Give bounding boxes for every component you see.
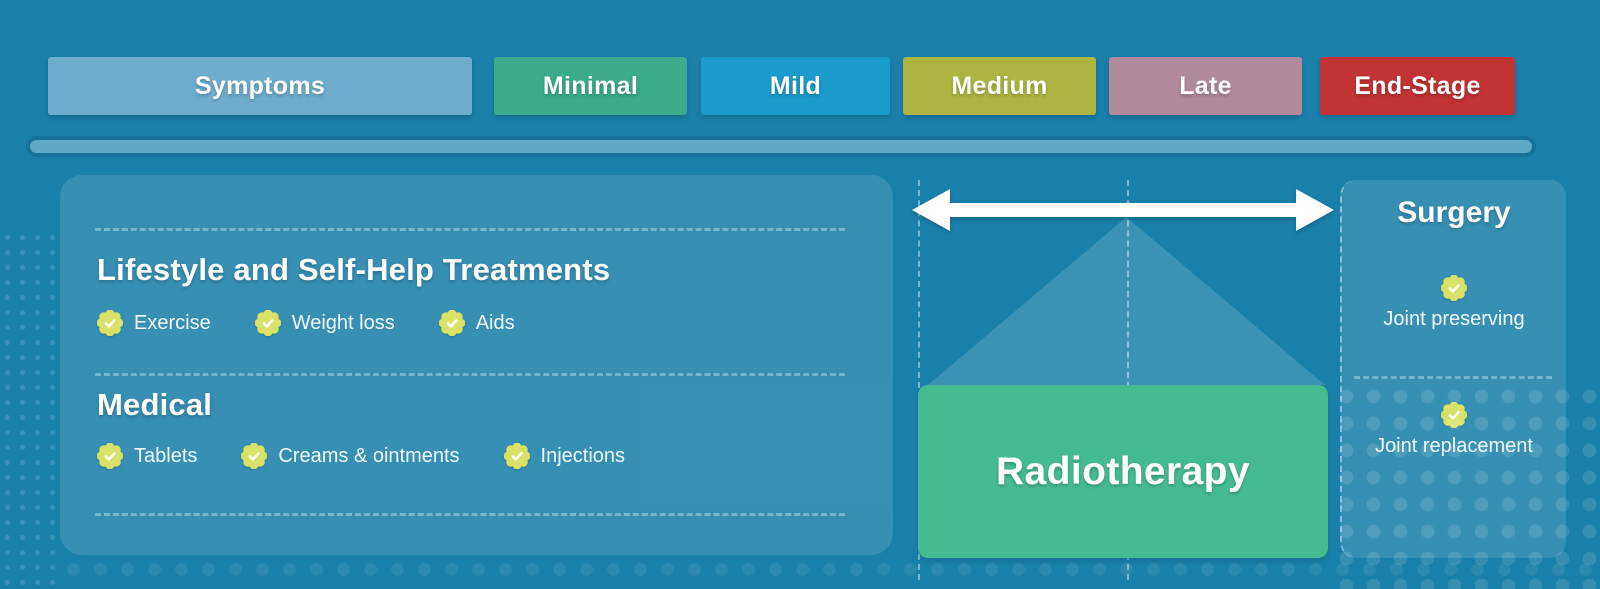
check-badge-icon bbox=[97, 443, 123, 469]
timeline-bar bbox=[30, 140, 1532, 153]
bullet-label: Weight loss bbox=[291, 311, 395, 334]
list-item: Creams & ointments bbox=[241, 443, 460, 469]
radiotherapy-box: Radiotherapy bbox=[918, 385, 1328, 558]
stage-end-stage: End-Stage bbox=[1320, 57, 1515, 115]
lifestyle-items: Exercise Weight loss Aids bbox=[97, 310, 515, 336]
stage-medium: Medium bbox=[903, 57, 1096, 115]
stage-mild: Mild bbox=[701, 57, 890, 115]
stage-symptoms: Symptoms bbox=[48, 57, 472, 115]
dashed-separator bbox=[95, 373, 845, 376]
section-heading-lifestyle: Lifestyle and Self-Help Treatments bbox=[97, 252, 611, 287]
dashed-guide-line bbox=[918, 180, 920, 580]
check-badge-icon bbox=[1441, 275, 1467, 301]
section-heading-medical: Medical bbox=[97, 387, 213, 422]
list-item: Exercise bbox=[97, 310, 211, 336]
check-badge-icon bbox=[241, 443, 268, 469]
dashed-separator bbox=[1354, 376, 1552, 379]
double-arrow-icon bbox=[912, 189, 1334, 231]
check-badge-icon bbox=[97, 310, 123, 336]
stage-late: Late bbox=[1109, 57, 1302, 115]
dot-pattern-left bbox=[0, 230, 58, 589]
check-badge-icon bbox=[254, 310, 281, 336]
surgery-item-label: Joint preserving bbox=[1383, 308, 1525, 330]
list-item: Tablets bbox=[97, 443, 197, 469]
list-item: Weight loss bbox=[254, 310, 395, 336]
medical-items: Tablets Creams & ointments Injections bbox=[97, 443, 625, 469]
surgery-panel: Surgery Joint preserving Joint replaceme… bbox=[1340, 180, 1566, 558]
check-badge-icon bbox=[1441, 402, 1467, 428]
dashed-separator bbox=[95, 228, 845, 231]
surgery-heading: Surgery bbox=[1397, 196, 1511, 229]
check-badge-icon bbox=[503, 443, 530, 469]
surgery-item-label: Joint replacement bbox=[1375, 435, 1533, 457]
dashed-separator bbox=[95, 513, 845, 516]
bullet-label: Exercise bbox=[134, 311, 211, 334]
bullet-label: Tablets bbox=[134, 444, 198, 467]
bullet-label: Injections bbox=[540, 444, 626, 467]
check-badge-icon bbox=[438, 310, 465, 336]
stage-minimal: Minimal bbox=[494, 57, 687, 115]
dashed-guide-line bbox=[1127, 180, 1129, 580]
bullet-label: Aids bbox=[475, 311, 515, 334]
bullet-label: Creams & ointments bbox=[278, 444, 460, 467]
range-triangle bbox=[928, 217, 1325, 385]
treatments-panel: Lifestyle and Self-Help Treatments Exerc… bbox=[60, 175, 893, 555]
list-item: Aids bbox=[438, 310, 515, 336]
dot-pattern-bottom bbox=[60, 556, 1600, 589]
list-item: Injections bbox=[503, 443, 626, 469]
